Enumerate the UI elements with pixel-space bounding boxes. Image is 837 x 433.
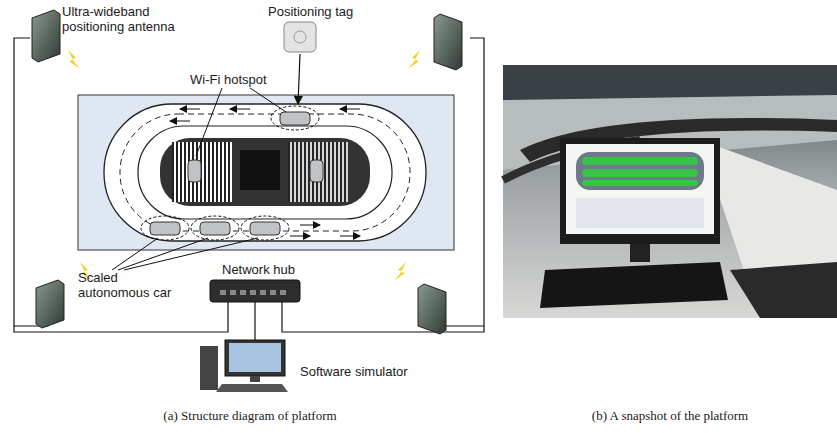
uwb-antennas: [32, 10, 462, 334]
wires: [14, 38, 484, 340]
direction-arrows: [170, 109, 360, 236]
track-outer: [104, 104, 426, 241]
hotspot-rings: [141, 106, 319, 240]
platform-photo: [503, 65, 837, 318]
track-inner: [138, 126, 392, 219]
track-board: [78, 95, 454, 250]
positioning-tag: [284, 22, 316, 104]
network-hub: [210, 280, 300, 302]
part-label: Scaled autonomous car: [78, 270, 178, 300]
part-label: Ultra-wideband positioning antenna: [62, 4, 182, 34]
infield: [160, 138, 370, 206]
computer: [200, 340, 288, 392]
part-label: Wi-Fi hotspot: [190, 72, 290, 87]
subfigure-caption: (b) A snapshot of the platform: [520, 408, 820, 423]
leader-lines: [112, 88, 286, 270]
lane-divider: [120, 114, 410, 231]
part-label: Network hub: [222, 262, 322, 277]
subfigure-caption: (a) Structure diagram of platform: [90, 408, 410, 423]
part-label: Software simulator: [300, 364, 440, 379]
part-label: Positioning tag: [268, 4, 378, 19]
